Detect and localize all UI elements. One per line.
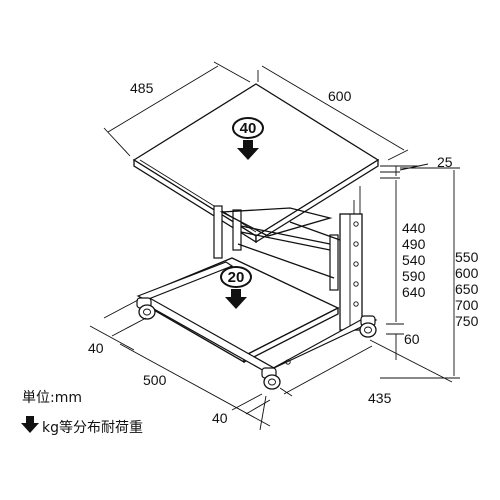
shelf-height-label: 440: [402, 220, 426, 236]
caster-wheel-icon: [136, 297, 377, 390]
shelf-height-label: 540: [402, 252, 426, 268]
unit-label: 単位:mm: [22, 390, 82, 406]
top-load-value: 40: [240, 120, 257, 137]
shelf-height-labels: 440 490 540 590 640: [402, 220, 426, 300]
top-thickness-label: 25: [437, 154, 453, 170]
base-front-offset-label: 40: [88, 340, 104, 356]
base-side-offset-label: 40: [212, 410, 228, 426]
total-height-label: 550: [455, 249, 479, 265]
bottom-load-value: 20: [228, 269, 245, 286]
shelf-height-label: 640: [402, 284, 426, 300]
lower-gap-label: 60: [404, 331, 420, 347]
legend: 単位:mm kg等分布耐荷重: [21, 390, 143, 436]
top-depth-label: 485: [130, 80, 154, 96]
total-height-labels: 550 600 650 700 750: [455, 249, 479, 329]
down-arrow-icon: [237, 140, 259, 160]
down-arrow-icon: [225, 289, 247, 309]
bottom-load-badge: 20: [220, 266, 252, 309]
dimension-lines: [89, 61, 460, 431]
top-width-label: 600: [328, 88, 352, 104]
down-arrow-icon: [21, 416, 39, 433]
top-load-badge: 40: [232, 117, 264, 160]
base-width-label: 500: [143, 372, 167, 388]
load-note-label: kg等分布耐荷重: [42, 419, 143, 436]
table-top: [132, 83, 380, 244]
total-height-label: 700: [455, 297, 479, 313]
total-height-label: 600: [455, 265, 479, 281]
shelf-height-label: 490: [402, 236, 426, 252]
shelf-height-label: 590: [402, 268, 426, 284]
base-depth-label: 435: [368, 390, 392, 406]
total-height-label: 650: [455, 281, 479, 297]
total-height-label: 750: [455, 313, 479, 329]
